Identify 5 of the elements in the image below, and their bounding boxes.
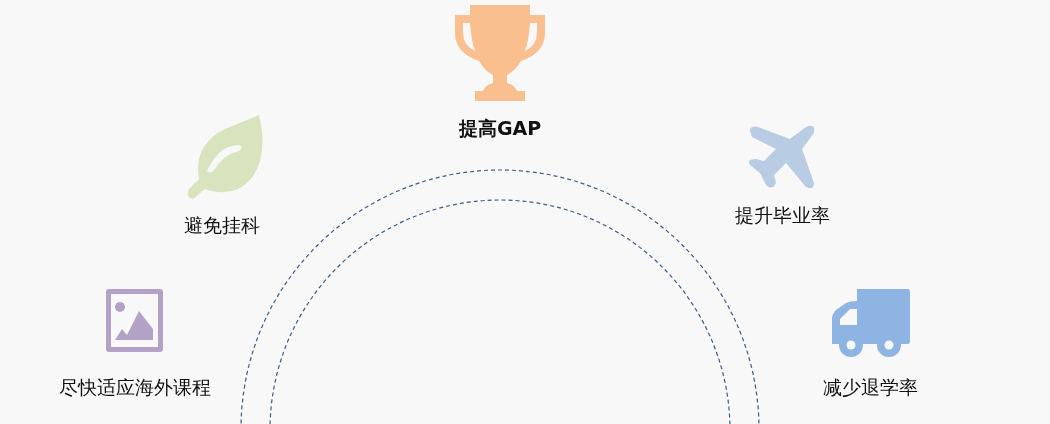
benefit-label: 提升毕业率 [734,203,830,228]
benefit-label: 尽快适应海外课程 [59,375,211,400]
benefit-label: 提高GAP [458,116,542,141]
benefit-label: 避免挂科 [184,213,260,238]
benefit-label: 减少退学率 [822,375,918,400]
